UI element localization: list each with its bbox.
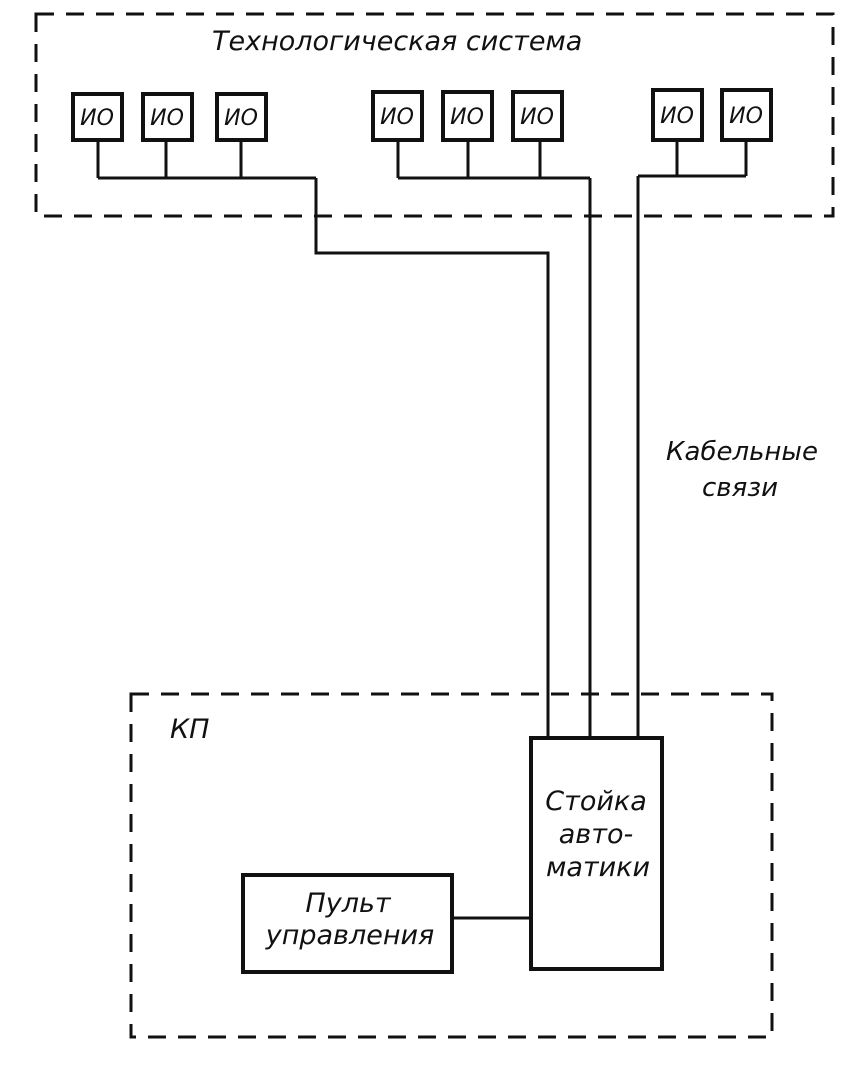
- io-box: ИО: [511, 90, 564, 142]
- svg-text:ИО: ИО: [520, 105, 554, 130]
- svg-text:ИО: ИО: [80, 106, 114, 131]
- svg-text:ИО: ИО: [660, 104, 694, 129]
- kp-boundary: [129, 692, 774, 1039]
- automation-rack-label-line1: Стойка: [545, 786, 647, 817]
- svg-text:ИО: ИО: [729, 104, 763, 129]
- control-console-label-line2: управления: [265, 920, 435, 951]
- io-box: ИО: [71, 92, 124, 142]
- automation-rack-label-line3: матики: [546, 852, 650, 883]
- io-box: ИО: [651, 88, 704, 142]
- svg-text:ИО: ИО: [380, 105, 414, 130]
- cable-links-label-line1: Кабельные: [666, 437, 818, 467]
- io-box: ИО: [141, 92, 194, 142]
- kp-title: КП: [170, 714, 209, 745]
- cable-line-1: [314, 178, 550, 738]
- svg-text:ИО: ИО: [224, 106, 258, 131]
- io-group-2-wiring: [396, 140, 590, 180]
- io-box: ИО: [441, 90, 494, 142]
- cable-links-label-line2: связи: [702, 473, 778, 503]
- io-group-3-wiring: [638, 140, 748, 178]
- io-box: ИО: [720, 88, 773, 142]
- control-console-label-line1: Пульт: [305, 888, 391, 919]
- io-box: ИО: [215, 92, 268, 142]
- tech-system-boundary: [34, 12, 835, 218]
- io-box: ИО: [371, 90, 424, 142]
- svg-text:ИО: ИО: [450, 105, 484, 130]
- automation-rack: Стойка авто- матики: [529, 736, 664, 971]
- automation-rack-label-line2: авто-: [559, 819, 633, 850]
- tech-system-title: Технологическая система: [212, 26, 582, 57]
- control-console: Пульт управления: [241, 873, 454, 974]
- svg-text:ИО: ИО: [150, 106, 184, 131]
- io-group-1-wiring: [96, 140, 316, 180]
